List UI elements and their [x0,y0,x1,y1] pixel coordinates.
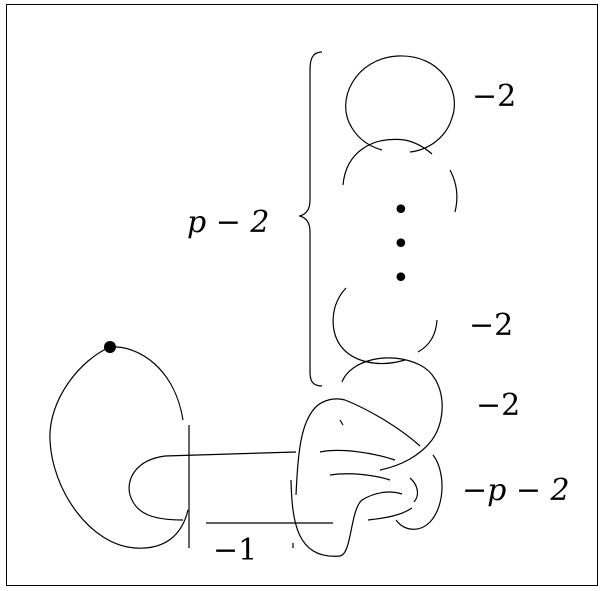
chain-bracket [298,51,323,387]
dotted-circle [49,346,189,549]
band-left-stub [290,479,403,557]
pp2-coefficient-label: −p − 2 [462,473,570,508]
chain-unknot-2-right [449,169,458,213]
chain-unknot-3-bottom [339,344,406,365]
lower-unknot-arc [341,357,443,471]
top-unknot-arc [345,55,455,153]
band-center-up [295,398,346,496]
pp2-unknot-right [395,454,443,530]
chain-unknot-2-upper [342,138,433,186]
one-handle-dot [104,341,116,353]
framing-minus-one-label: −1 [213,533,257,568]
band-right-c [367,507,413,521]
diagram-frame [6,4,598,586]
band-left-loop [128,451,297,521]
linking-unknot-coefficient-label: −2 [476,388,520,423]
chain-unknot-3-right [417,319,438,353]
band-right-a [319,449,396,461]
chain-length-label: p − 2 [187,205,270,240]
pp2-unknot-left [409,477,419,503]
chain-dot-3: • [392,261,410,296]
chain-dot-1: • [392,193,410,228]
lower-unknot-diag [344,399,421,447]
chain-last-coefficient-label: −2 [469,308,513,343]
band-right-b [329,473,391,481]
top-coefficient-label: −2 [472,79,516,114]
chain-dot-2: • [392,227,410,262]
chain-unknot-3-left [332,287,347,346]
lower-unknot-inner [339,419,344,426]
dotted-circle-upper [109,346,184,421]
top-unknot-tail [351,127,383,151]
